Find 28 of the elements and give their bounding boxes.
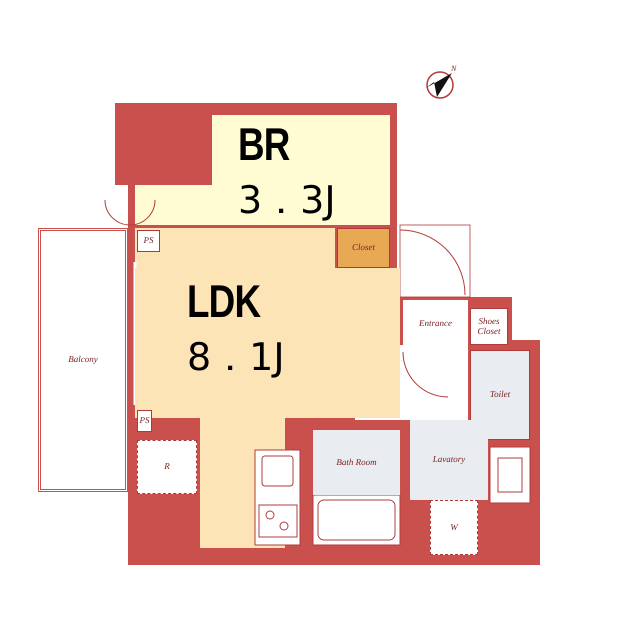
shaft-area: [137, 410, 152, 432]
room-size: 8．1J: [187, 338, 285, 376]
room-label: Shoes Closet: [476, 316, 502, 336]
north-label: N: [451, 64, 456, 73]
room-size: 3．3J: [238, 181, 336, 219]
lavatory-area: [410, 420, 488, 500]
toilet-area: [470, 350, 530, 440]
room-name: LDK: [187, 278, 260, 324]
bathroom-area: [313, 430, 400, 495]
shaft-area: [137, 230, 160, 252]
shoe-closet-area: [470, 308, 508, 345]
room-label: Closet: [352, 243, 375, 253]
washer-area: [430, 500, 478, 555]
closet-area: [337, 228, 390, 268]
room-label: Lavatory: [432, 455, 466, 465]
room-label: Bath Room: [336, 458, 377, 468]
room-name: BR: [238, 121, 290, 167]
room-label: Entrance: [419, 319, 452, 329]
balcony-area: [38, 228, 128, 492]
room-label: Balcony: [68, 355, 98, 365]
room-label: PS: [144, 236, 154, 246]
room-label: Toilet: [490, 390, 510, 400]
room-label: R: [164, 462, 170, 472]
room-label: PS: [140, 416, 150, 426]
room-label: W: [450, 522, 458, 532]
living-area: [135, 268, 400, 418]
storage-area: [137, 440, 197, 494]
bedroom-area: [212, 115, 390, 225]
